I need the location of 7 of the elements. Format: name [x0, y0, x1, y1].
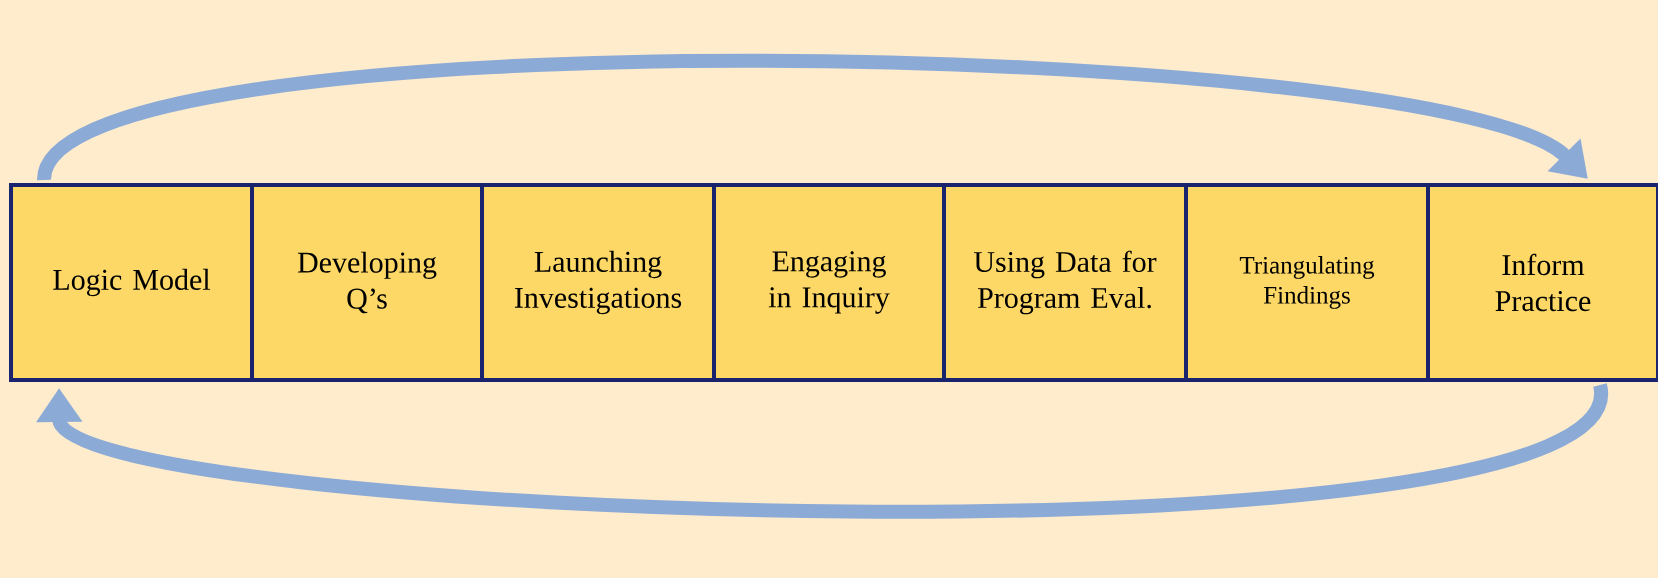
process-box: Launching Investigations [480, 183, 716, 382]
process-box: Logic Model [9, 183, 254, 382]
process-box: Using Data for Program Eval. [942, 183, 1188, 382]
process-box: Triangulating Findings [1184, 183, 1430, 382]
process-box: Engaging in Inquiry [712, 183, 946, 382]
process-box: Developing Q’s [250, 183, 484, 382]
process-box: Inform Practice [1426, 183, 1658, 382]
